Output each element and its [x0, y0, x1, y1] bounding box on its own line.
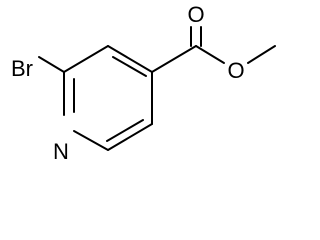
ring-nitrogen-atom-label: N — [53, 139, 69, 164]
bond-c4-carbonyl-carbon — [151, 45, 197, 73]
ring-double-bond-c3-c4-inner — [112, 56, 147, 77]
chemical-structure: Br N O O — [11, 2, 276, 164]
carbonyl-oxygen-atom-label: O — [187, 2, 204, 27]
bond-c2-br — [38, 56, 65, 73]
ring-bond-c3-c4 — [107, 45, 153, 73]
ring-bond-c2-c3 — [63, 45, 109, 73]
ester-oxygen-atom-label: O — [227, 58, 244, 83]
ring-double-bond-c5-c6-inner — [106, 119, 144, 142]
ring-bond-c5-c6 — [107, 123, 153, 151]
bromine-atom-label: Br — [11, 56, 33, 81]
bond-ester-oxygen-methyl — [247, 45, 276, 64]
ring-bond-c6-n1 — [73, 130, 109, 151]
bond-carbonyl-carbon-ester-oxygen — [195, 45, 225, 64]
